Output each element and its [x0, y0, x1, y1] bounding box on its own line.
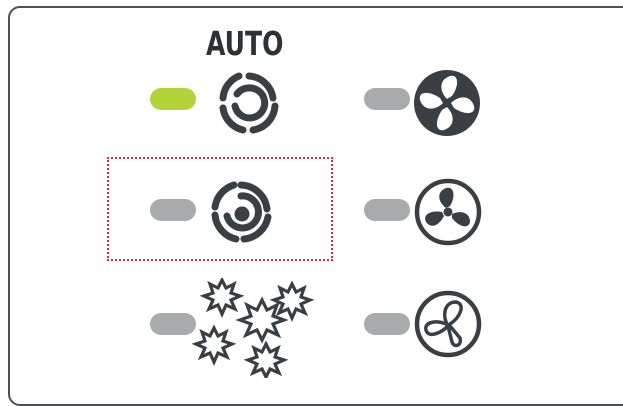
swirl-icon[interactable] — [213, 68, 283, 138]
fan-low-indicator[interactable] — [364, 313, 410, 335]
fan-medium-icon[interactable] — [412, 176, 484, 248]
selection-highlight — [107, 157, 333, 261]
fan-high-icon[interactable] — [410, 66, 484, 140]
swirl-dot-icon[interactable] — [206, 177, 276, 247]
sparkle-icon[interactable] — [192, 278, 320, 378]
fan-high-indicator[interactable] — [364, 88, 410, 110]
fan-low-icon[interactable] — [412, 288, 484, 360]
swirl-mode-indicator[interactable] — [150, 199, 196, 221]
auto-mode-indicator[interactable] — [150, 88, 196, 110]
sparkle-mode-indicator[interactable] — [150, 313, 196, 335]
fan-medium-indicator[interactable] — [364, 199, 410, 221]
auto-label: AUTO — [206, 24, 284, 63]
